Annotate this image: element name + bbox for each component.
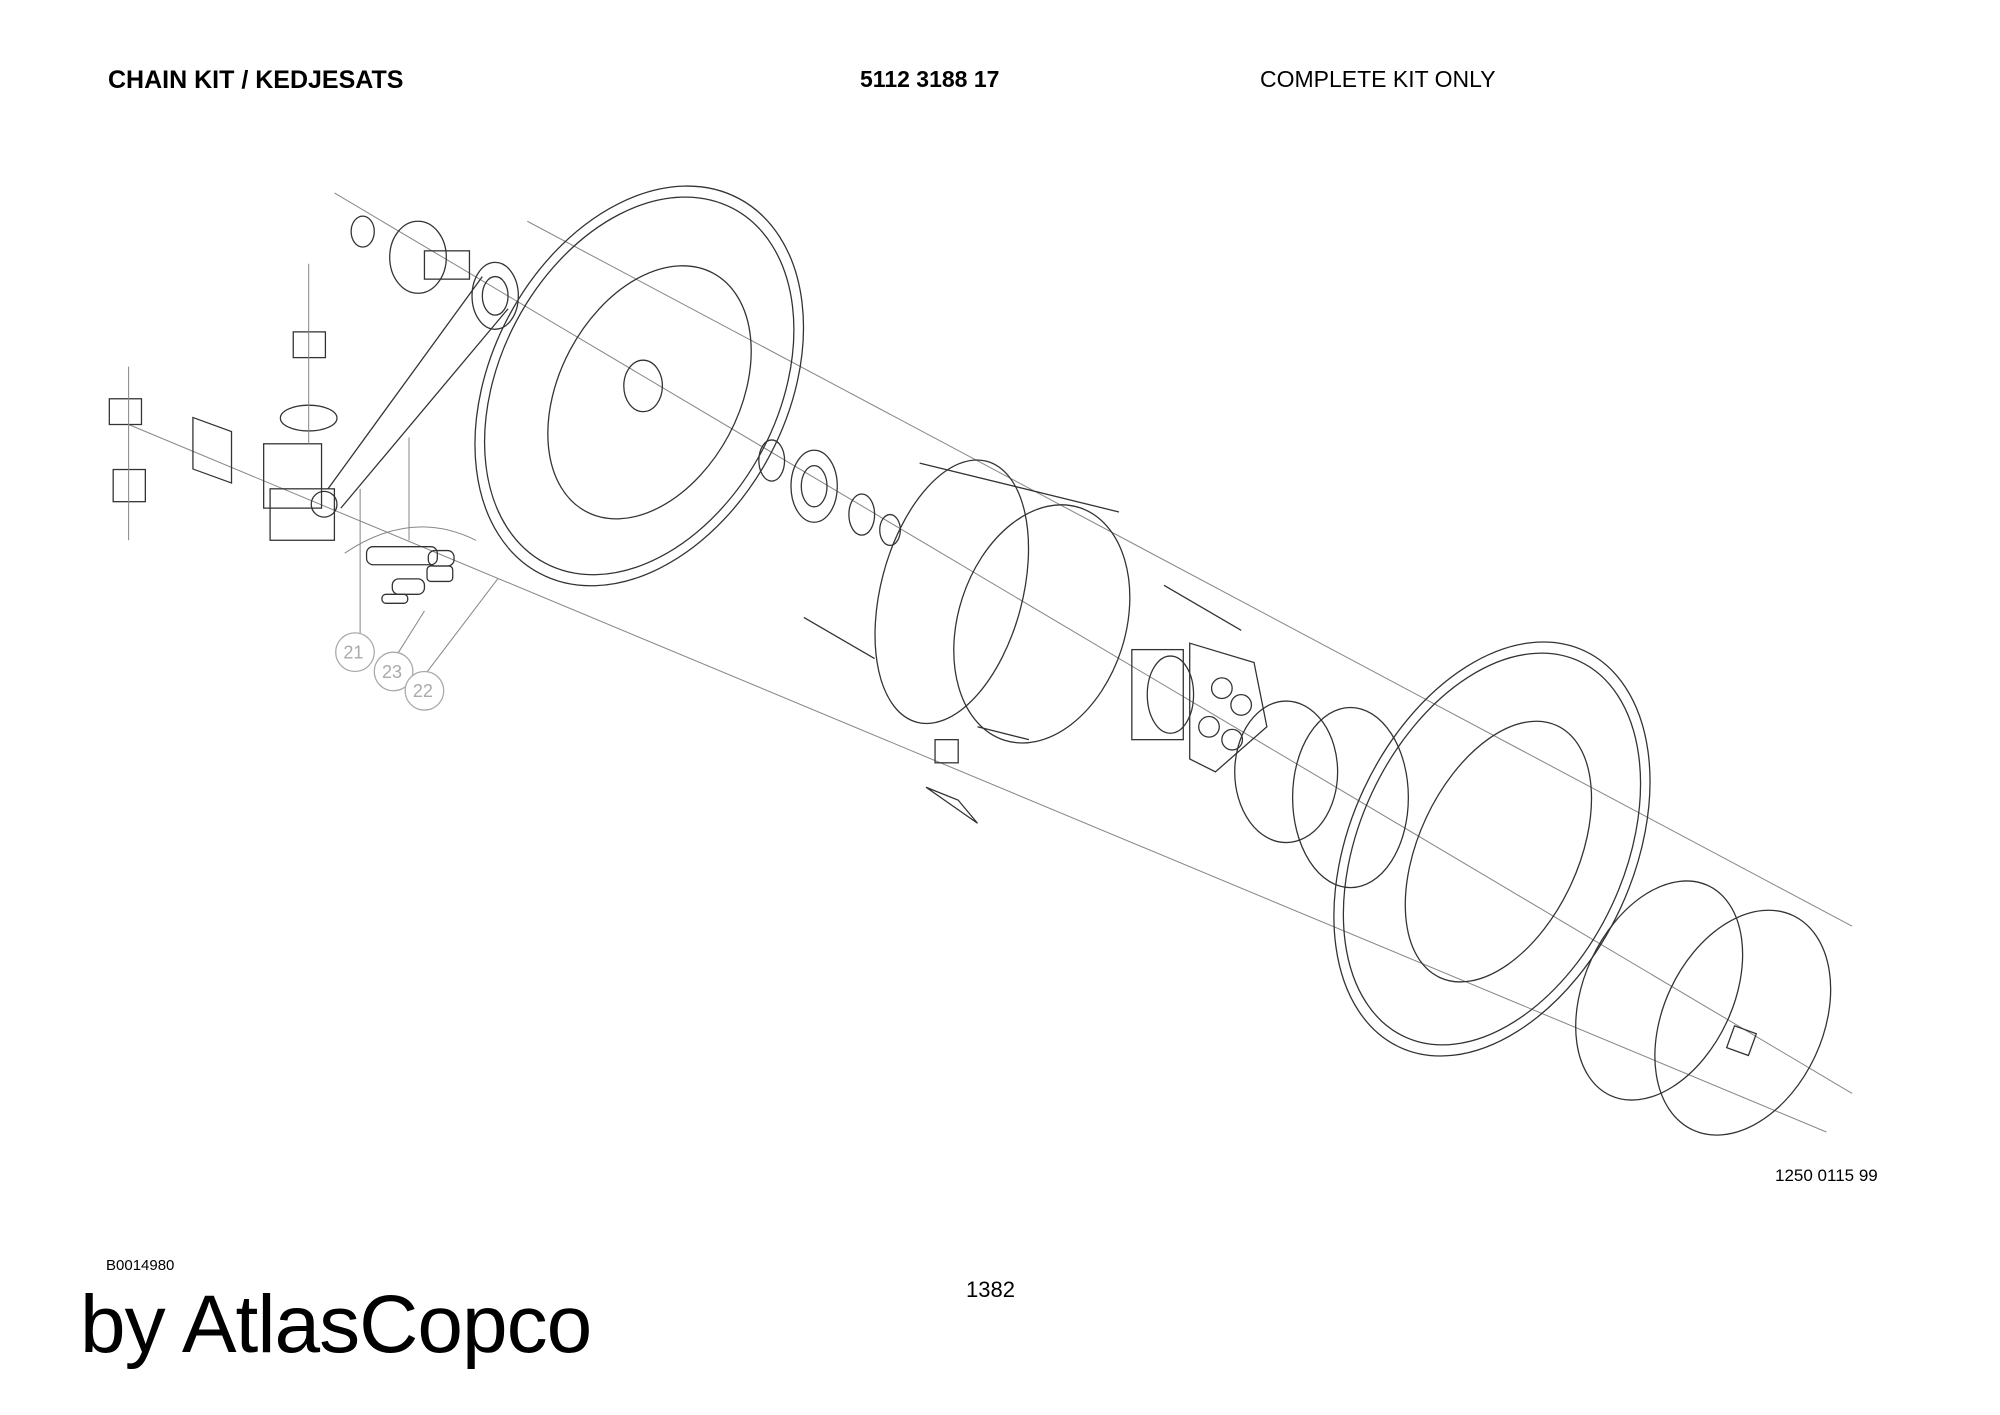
callout-label: 23 [382, 662, 402, 682]
callout-label: 22 [413, 681, 433, 701]
cover-plate [1725, 1025, 1758, 1057]
inner-ring [1234, 700, 1339, 844]
end-cover-outer [1654, 909, 1832, 1136]
callout-22: 22 [404, 670, 445, 711]
cable-gland [925, 739, 978, 824]
kit-note: COMPLETE KIT ONLY [1260, 66, 1496, 92]
end-cover-inner [1575, 880, 1744, 1101]
guard-ring [1291, 706, 1410, 889]
drawing-number: 1250 0115 99 [1775, 1166, 1878, 1185]
brand-footer: by AtlasCopco [80, 1279, 592, 1370]
callout-23: 23 [373, 651, 414, 692]
gearbox-assembly [108, 263, 338, 541]
center-axis-line [334, 192, 1853, 1094]
right-drum-flange [1333, 641, 1651, 1057]
drum-cylinder [874, 459, 1131, 744]
page-number: 1382 [966, 1277, 1015, 1302]
slip-ring-assembly [803, 584, 1268, 773]
document-title: CHAIN KIT / KEDJESATS [108, 66, 404, 94]
reference-code: B0014980 [106, 1257, 175, 1274]
shaft-flange [327, 215, 519, 509]
chain-parts [344, 437, 499, 676]
callout-21: 21 [335, 632, 375, 673]
callout-label: 21 [343, 643, 363, 663]
left-drum-flange [474, 185, 805, 587]
part-number: 5112 3188 17 [860, 66, 1000, 92]
bearing-set [758, 439, 901, 547]
